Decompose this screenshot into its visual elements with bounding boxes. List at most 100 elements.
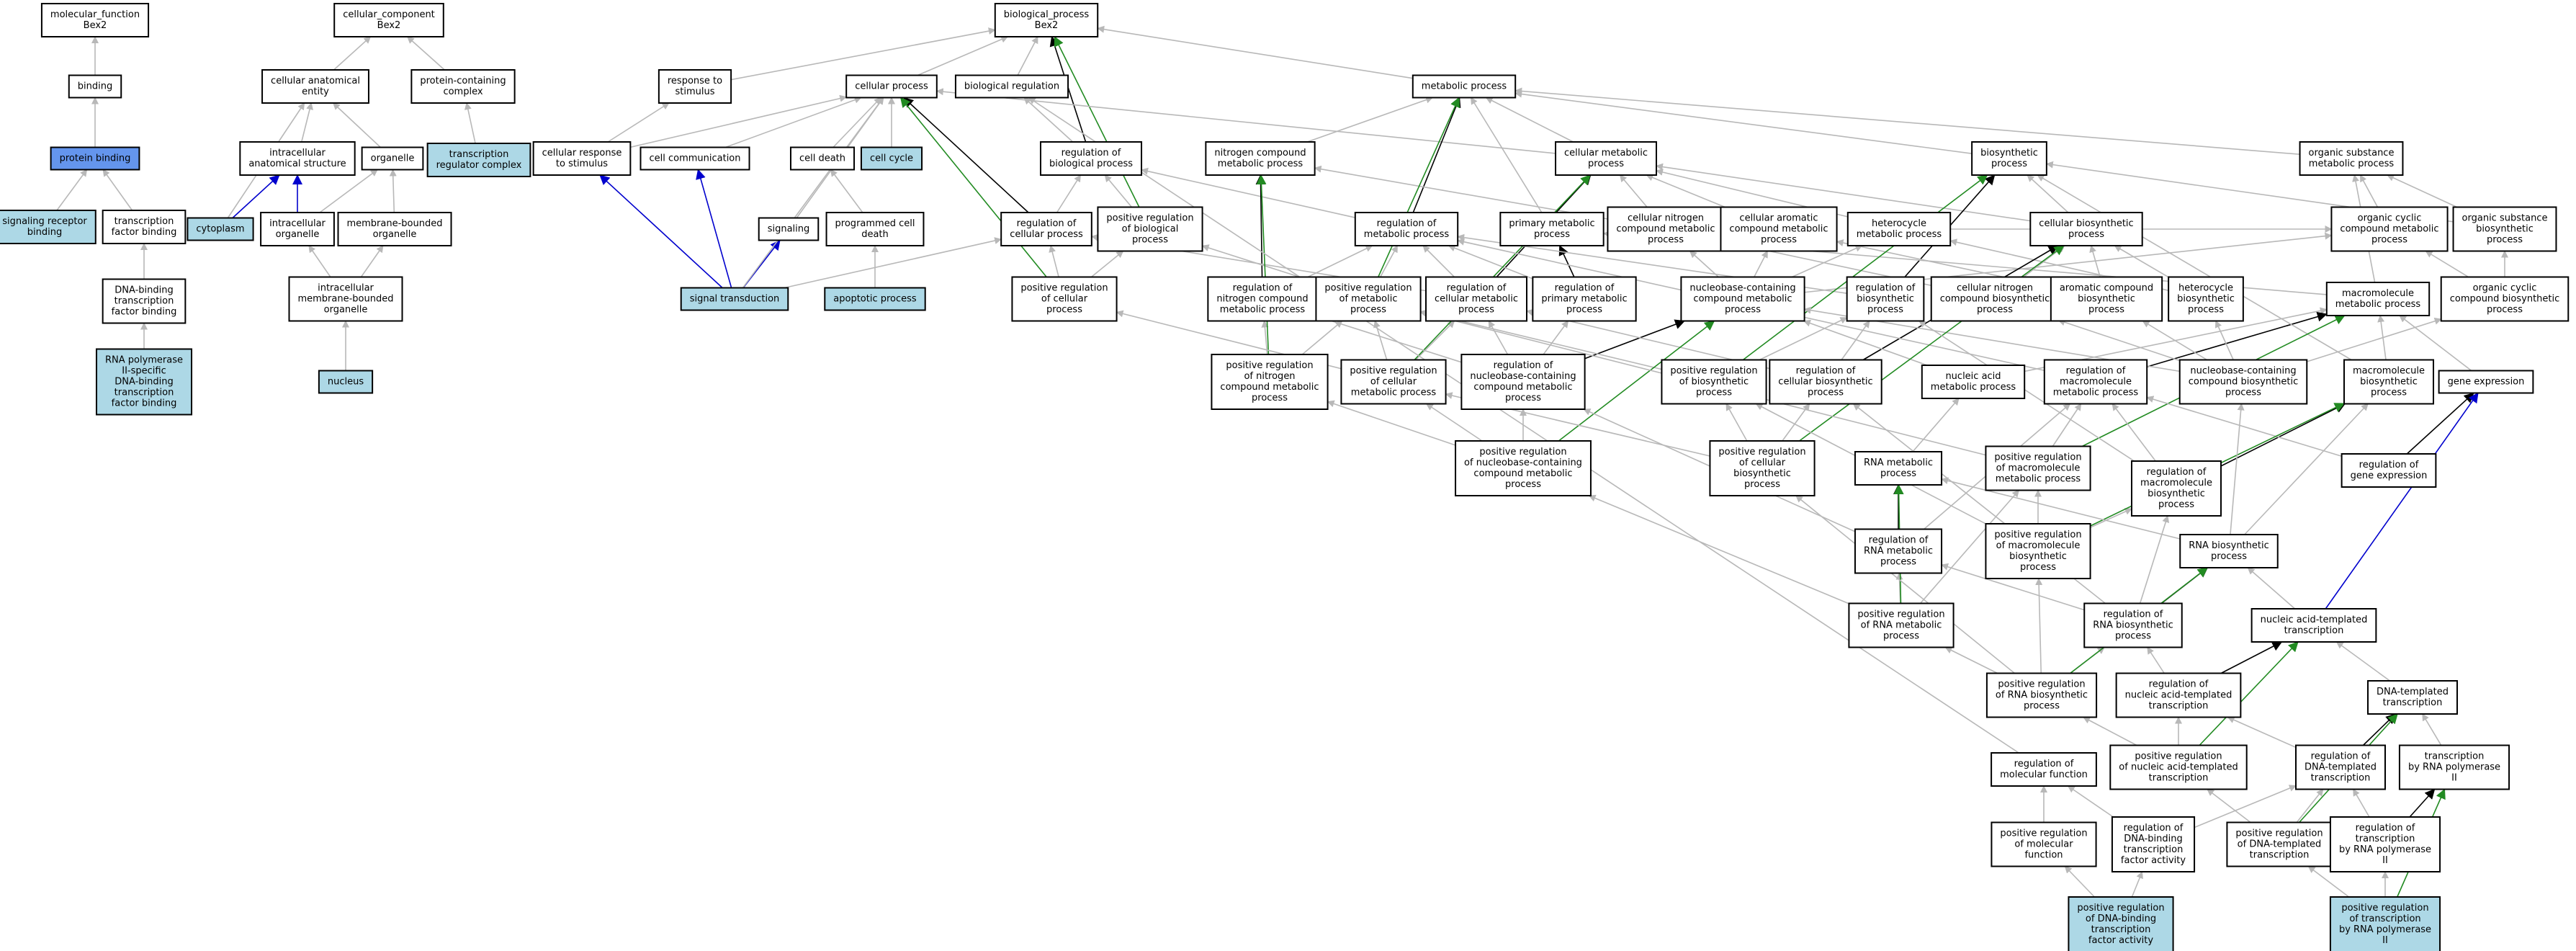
- node-label: positive regulation: [1994, 452, 2081, 463]
- node-box: [1354, 212, 1459, 246]
- node-label: II-specific: [122, 366, 166, 377]
- node-label: biosynthetic: [2078, 294, 2135, 305]
- edge-is-a: [1104, 174, 1133, 208]
- edge-is-a: [332, 102, 381, 148]
- node-label: entity: [302, 86, 329, 97]
- edge-is-a: [1485, 97, 1574, 143]
- node-label: positive regulation: [2135, 751, 2222, 762]
- node-label: transcription: [2091, 924, 2151, 935]
- node-label: process: [2068, 229, 2104, 240]
- node-label: cellular response: [542, 148, 622, 158]
- node-box: [1921, 365, 2026, 399]
- node-label: nucleus: [328, 377, 364, 388]
- node-label: signaling: [768, 224, 810, 235]
- node-label: membrane-bounded: [297, 294, 393, 305]
- node-label: process: [1566, 305, 1602, 316]
- node-label: cellular aromatic: [1739, 213, 1818, 224]
- node-label: regulation of: [1233, 283, 1293, 294]
- edge-is-a: [1782, 403, 1810, 442]
- node-label: process: [1588, 158, 1624, 169]
- node-label: organic cyclic: [2473, 283, 2537, 294]
- node-label: factor binding: [112, 227, 177, 238]
- edge-is-a: [1261, 320, 1269, 355]
- node-box: [1661, 359, 1767, 405]
- node-label: of transcription: [2349, 914, 2420, 924]
- node-cell-proc: cellular process: [845, 74, 938, 99]
- edge-is-a: [1941, 563, 2085, 611]
- node-label: of nitrogen: [1244, 371, 1295, 382]
- node-signal-trans: signal transduction: [680, 287, 789, 311]
- node-box: [1680, 276, 1805, 322]
- node-box: [1039, 141, 1143, 176]
- node-label: cellular biosynthetic: [2039, 218, 2133, 229]
- node-label: cell communication: [649, 153, 740, 164]
- edge-is-a: [1543, 320, 1569, 355]
- node-box: [1097, 206, 1203, 252]
- edge-regulates: [1412, 97, 1461, 213]
- node-reg-dbtf-act: regulation ofDNA-bindingtranscriptionfac…: [2111, 816, 2196, 872]
- node-label: intracellular: [318, 283, 374, 294]
- edge-is-a: [1488, 320, 1509, 355]
- node-label: molecular function: [2000, 769, 2088, 780]
- node-box: [2341, 453, 2437, 488]
- edge-positively-regulates: [1799, 245, 2065, 442]
- node-label: process: [2115, 631, 2151, 642]
- node-cell-cycle: cell cycle: [860, 146, 923, 171]
- node-apoptotic: apoptotic process: [824, 287, 926, 311]
- edge-positively-regulates: [1256, 174, 1270, 355]
- node-box: [2115, 672, 2242, 718]
- edge-is-a: [1514, 87, 2300, 155]
- node-label: process: [2487, 235, 2523, 246]
- node-label: signaling receptor: [2, 216, 87, 227]
- node-label: cell cycle: [870, 153, 913, 164]
- node-box: [1971, 141, 2047, 176]
- edge-is-a: [742, 97, 884, 288]
- node-label: regulation of: [2147, 467, 2207, 478]
- edge-positively-regulates: [899, 97, 1047, 278]
- node-label: process: [2020, 562, 2056, 573]
- node-box: [1412, 74, 1517, 99]
- edge-is-a: [1619, 174, 1648, 208]
- edge-regulates: [2220, 403, 2346, 467]
- node-label: positive regulation: [1226, 360, 1313, 371]
- node-label: Bex2: [377, 20, 401, 31]
- edge-is-a: [1306, 96, 1434, 143]
- node-label: transcription: [115, 216, 174, 227]
- node-label: positive regulation: [1106, 213, 1193, 224]
- edge-regulates: [2146, 311, 2328, 367]
- node-box: [1846, 276, 1925, 322]
- edge-is-a: [1841, 320, 1870, 360]
- node-label: molecular_function: [50, 9, 140, 20]
- node-box: [789, 146, 856, 171]
- node-label: macromolecule: [2060, 377, 2132, 388]
- edge-positively-regulates: [2199, 641, 2299, 746]
- edge-is-a: [2307, 865, 2350, 898]
- edge-is-a: [333, 36, 372, 71]
- edge-is-a: [1422, 245, 1455, 278]
- edge-is-a: [1097, 25, 1413, 79]
- node-box: [2043, 359, 2148, 405]
- node-label: regulation of: [2311, 751, 2371, 762]
- node-label: gene expression: [2351, 470, 2428, 481]
- node-label: process: [1534, 229, 1570, 240]
- edge-is-a: [2090, 508, 2132, 528]
- node-label: metabolic process: [2309, 158, 2395, 169]
- node-box: [2179, 534, 2279, 568]
- node-label: regulation of: [1494, 360, 1553, 371]
- edge-regulates: [2406, 392, 2474, 455]
- node-label: compound biosynthetic: [2189, 377, 2299, 388]
- node-box: [187, 217, 254, 241]
